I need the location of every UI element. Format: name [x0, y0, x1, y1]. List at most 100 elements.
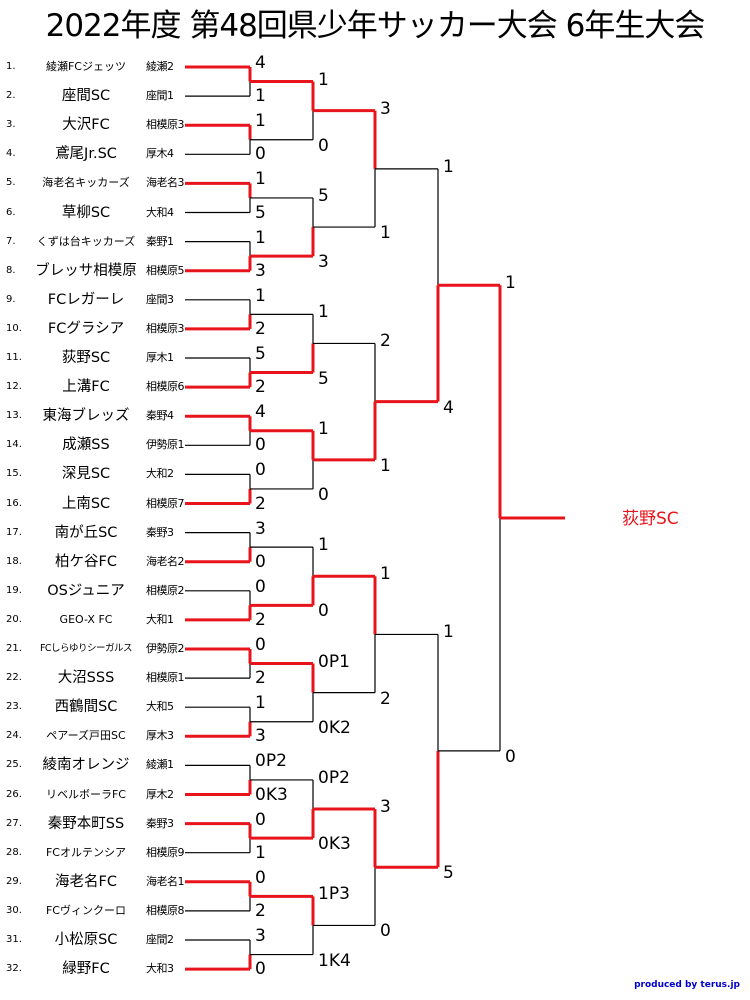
score-label: 2 — [255, 609, 266, 630]
team-name: 成瀬SS — [62, 437, 110, 454]
team-number: 2. — [6, 90, 16, 102]
team-number: 25. — [6, 759, 22, 771]
team-name: GEO-X FC — [59, 612, 113, 626]
team-number: 11. — [6, 352, 22, 363]
team-name: 緑野FC — [62, 961, 110, 978]
score-label: 0 — [255, 460, 266, 481]
score-label: 1 — [255, 693, 266, 714]
score-label: 0 — [255, 144, 266, 165]
team-name: 上溝FC — [62, 379, 110, 396]
team-name: ブレッサ相模原 — [35, 262, 137, 279]
score-label: 4 — [255, 53, 266, 73]
champion-label: 荻野SC — [622, 509, 679, 529]
team-name: FCレガーレ — [47, 291, 125, 308]
team-qualifier: 相模原5 — [146, 263, 185, 277]
score-label: 0 — [255, 435, 266, 456]
score-label: 2 — [380, 331, 391, 352]
team-number: 32. — [6, 963, 22, 975]
score-label: 1 — [505, 273, 516, 294]
team-qualifier: 厚木1 — [146, 351, 174, 364]
team-number: 19. — [6, 584, 22, 596]
team-qualifier: 座間2 — [146, 933, 174, 946]
team-number: 27. — [6, 817, 22, 829]
score-label: 1 — [318, 535, 329, 556]
team-qualifier: 海老名2 — [146, 554, 185, 568]
team-name: 海老名FC — [55, 873, 117, 890]
score-label: 0 — [318, 135, 329, 156]
score-label: 1 — [255, 285, 266, 306]
team-name: 小松原SC — [54, 932, 118, 948]
score-label: 1 — [380, 223, 391, 244]
credit-text[interactable]: produced by terus.jp — [634, 980, 740, 990]
team-name: 海老名キッカーズ — [42, 176, 130, 190]
score-label: 3 — [255, 260, 266, 281]
team-number: 6. — [6, 206, 16, 218]
team-name: 深見SC — [61, 466, 111, 483]
team-qualifier: 相模原6 — [146, 380, 185, 394]
score-label: 5 — [318, 185, 329, 206]
team-qualifier: 相模原9 — [146, 845, 185, 859]
score-label: 1 — [255, 111, 266, 132]
score-label: 3 — [255, 926, 266, 946]
team-name: 草柳SC — [61, 204, 111, 221]
team-number: 26. — [6, 788, 22, 800]
score-label: 0P1 — [318, 651, 350, 672]
team-qualifier: 綾瀬1 — [146, 758, 174, 772]
score-label: 0 — [505, 746, 516, 767]
team-name: 東海ブレッズ — [42, 408, 130, 425]
score-label: 1K4 — [318, 950, 351, 971]
team-name: 綾瀬FCジェッツ — [45, 60, 126, 73]
team-number: 9. — [6, 293, 16, 305]
team-number: 12. — [6, 381, 22, 393]
team-number: 21. — [6, 643, 22, 654]
team-name: 上南SC — [61, 495, 111, 512]
team-qualifier: 大和2 — [146, 467, 174, 481]
team-name: OSジュニア — [47, 582, 125, 599]
team-qualifier: 大和3 — [146, 962, 174, 976]
team-name: 南が丘SC — [54, 524, 118, 541]
score-label: 1 — [255, 86, 266, 107]
score-label: 1 — [318, 69, 329, 90]
team-name: 荻野SC — [61, 350, 111, 366]
team-number: 3. — [6, 119, 16, 131]
team-qualifier: 海老名3 — [146, 176, 185, 190]
team-number: 20. — [6, 613, 22, 625]
team-qualifier: 厚木2 — [146, 787, 174, 801]
team-number: 13. — [6, 410, 22, 422]
team-number: 15. — [6, 468, 22, 480]
score-label: 0 — [255, 576, 266, 597]
score-label: 4 — [443, 397, 454, 418]
score-label: 0K3 — [255, 784, 288, 805]
team-number: 8. — [6, 264, 16, 276]
score-label: 2 — [255, 377, 266, 398]
team-qualifier: 相模原2 — [146, 583, 185, 597]
score-label: 3 — [255, 518, 266, 539]
score-label: 3 — [380, 98, 391, 119]
team-qualifier: 大和4 — [146, 205, 174, 219]
score-label: 1 — [318, 418, 329, 439]
team-qualifier: 厚木4 — [146, 147, 174, 161]
team-number: 7. — [6, 235, 16, 247]
team-qualifier: 秦野1 — [146, 234, 174, 248]
score-label: 0 — [318, 484, 329, 505]
score-label: 1 — [318, 302, 329, 323]
team-name: FCしらゆりシーガルス — [39, 643, 133, 654]
score-label: 1 — [255, 227, 266, 248]
team-qualifier: 座間3 — [146, 292, 174, 306]
team-qualifier: 相模原3 — [146, 118, 185, 132]
team-qualifier: 相模原7 — [146, 496, 185, 510]
team-name: 西鶴間SC — [54, 699, 118, 716]
team-qualifier: 秦野3 — [146, 525, 174, 539]
team-name: 大沼SSS — [57, 670, 115, 687]
team-number: 1. — [6, 61, 16, 72]
score-label: 5 — [255, 202, 266, 223]
score-label: 5 — [255, 344, 266, 364]
team-qualifier: 伊勢原2 — [146, 642, 185, 655]
score-label: 2 — [380, 688, 391, 709]
team-qualifier: 海老名1 — [146, 874, 185, 888]
team-name: FCオルテンシア — [45, 845, 126, 859]
score-label: 0 — [255, 635, 266, 655]
team-number: 18. — [6, 555, 22, 567]
team-name: 座間SC — [61, 88, 111, 105]
